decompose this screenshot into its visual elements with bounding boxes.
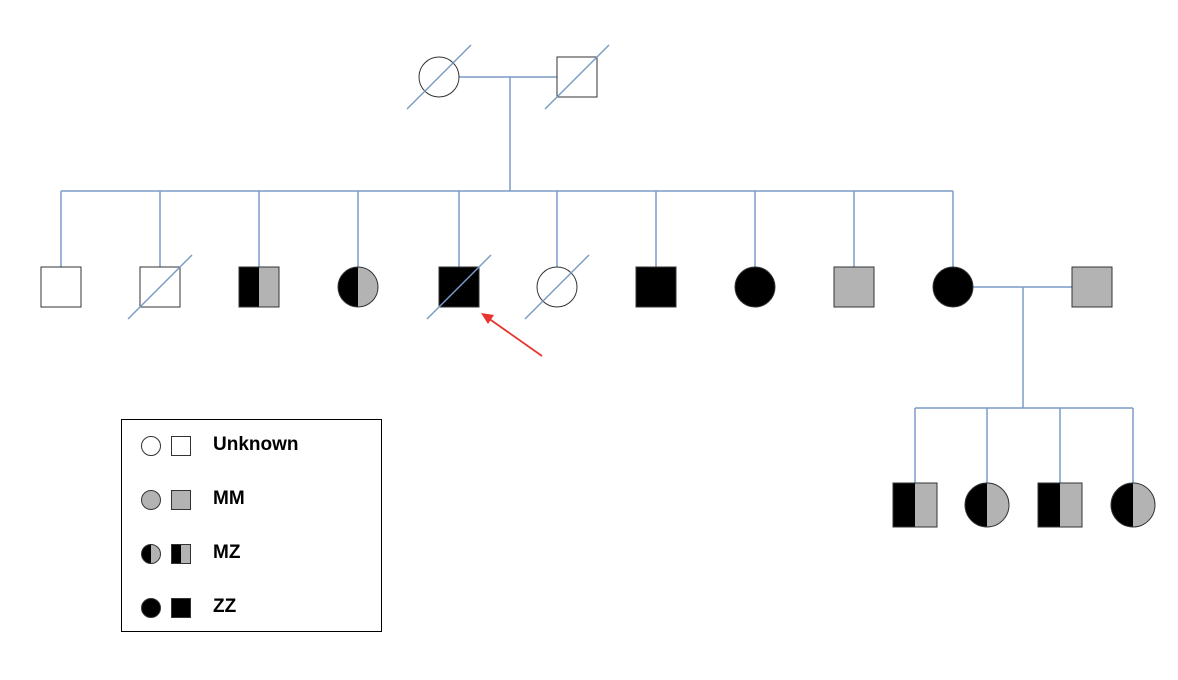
legend-label-zz: ZZ — [213, 596, 237, 617]
right-half — [915, 483, 937, 527]
female-circle-unknown-deceased — [406, 44, 472, 110]
left-half — [338, 267, 358, 307]
square — [171, 490, 191, 510]
left-half — [1111, 483, 1133, 527]
square-outline — [1037, 482, 1083, 528]
left-half — [1038, 483, 1060, 527]
female-circle-mm — [141, 490, 161, 510]
legend-label-mm: MM — [213, 488, 245, 509]
deceased-slash — [426, 254, 492, 320]
right-half — [151, 544, 161, 564]
male-square-mm — [1071, 266, 1113, 308]
arrow-shaft — [487, 317, 543, 357]
female-circle-mz — [964, 482, 1010, 528]
square-outline — [171, 544, 191, 564]
square — [635, 266, 677, 308]
male-square-unknown — [171, 436, 191, 456]
circle — [932, 266, 974, 308]
male-square-zz — [171, 598, 191, 618]
legend-symbols-zz — [141, 598, 191, 618]
deceased-slash — [524, 254, 590, 320]
legend-label-unknown: Unknown — [213, 434, 299, 455]
circle — [141, 490, 161, 510]
proband-arrow — [481, 313, 543, 357]
right-half — [1060, 483, 1082, 527]
deceased-slash — [127, 254, 193, 320]
male-square-unknown — [40, 266, 82, 308]
female-circle-unknown — [141, 436, 161, 456]
circle-outline — [964, 482, 1010, 528]
left-half — [141, 544, 151, 564]
circle-outline — [337, 266, 379, 308]
left-half — [893, 483, 915, 527]
circle — [141, 598, 161, 618]
arrow-head — [481, 313, 494, 324]
male-square-mm — [833, 266, 875, 308]
left-half — [965, 483, 987, 527]
female-circle-zz — [141, 598, 161, 618]
left-half — [171, 544, 181, 564]
circle — [141, 436, 161, 456]
genotype-legend: Unknown MM MZ ZZ — [121, 419, 382, 632]
circle-outline — [141, 544, 161, 564]
generation-2 — [40, 254, 974, 320]
male-square-mz — [892, 482, 938, 528]
right-half — [181, 544, 191, 564]
male-square-unknown-deceased — [127, 254, 193, 320]
spouse-group — [1071, 266, 1113, 308]
right-half — [259, 267, 279, 307]
legend-symbols-mz — [141, 544, 191, 564]
male-square-mz — [1037, 482, 1083, 528]
deceased-slash — [544, 44, 610, 110]
female-circle-unknown-deceased — [524, 254, 590, 320]
square — [171, 598, 191, 618]
legend-row-mm: MM — [122, 484, 381, 514]
square — [171, 436, 191, 456]
right-half — [987, 483, 1009, 527]
legend-symbols-unknown — [141, 436, 191, 456]
male-square-unknown-deceased — [544, 44, 610, 110]
male-square-mm — [171, 490, 191, 510]
square-outline — [238, 266, 280, 308]
legend-row-unknown: Unknown — [122, 430, 381, 460]
male-square-zz — [635, 266, 677, 308]
female-circle-mz — [141, 544, 161, 564]
legend-symbols-mm — [141, 490, 191, 510]
female-circle-mz — [337, 266, 379, 308]
right-half — [1133, 483, 1155, 527]
male-square-mz — [171, 544, 191, 564]
legend-label-mz: MZ — [213, 542, 241, 563]
female-circle-zz — [932, 266, 974, 308]
pedigree-connector-lines — [60, 76, 1134, 483]
generation-3 — [892, 482, 1156, 528]
circle-outline — [1110, 482, 1156, 528]
right-half — [358, 267, 378, 307]
male-square-zz-deceased-proband — [426, 254, 492, 320]
female-circle-mz — [1110, 482, 1156, 528]
deceased-slash — [406, 44, 472, 110]
left-half — [239, 267, 259, 307]
square — [1071, 266, 1113, 308]
legend-row-zz: ZZ — [122, 592, 381, 622]
male-square-mz — [238, 266, 280, 308]
square-outline — [892, 482, 938, 528]
square — [40, 266, 82, 308]
circle — [734, 266, 776, 308]
female-circle-zz — [734, 266, 776, 308]
generation-1 — [406, 44, 610, 110]
square — [833, 266, 875, 308]
legend-row-mz: MZ — [122, 538, 381, 568]
